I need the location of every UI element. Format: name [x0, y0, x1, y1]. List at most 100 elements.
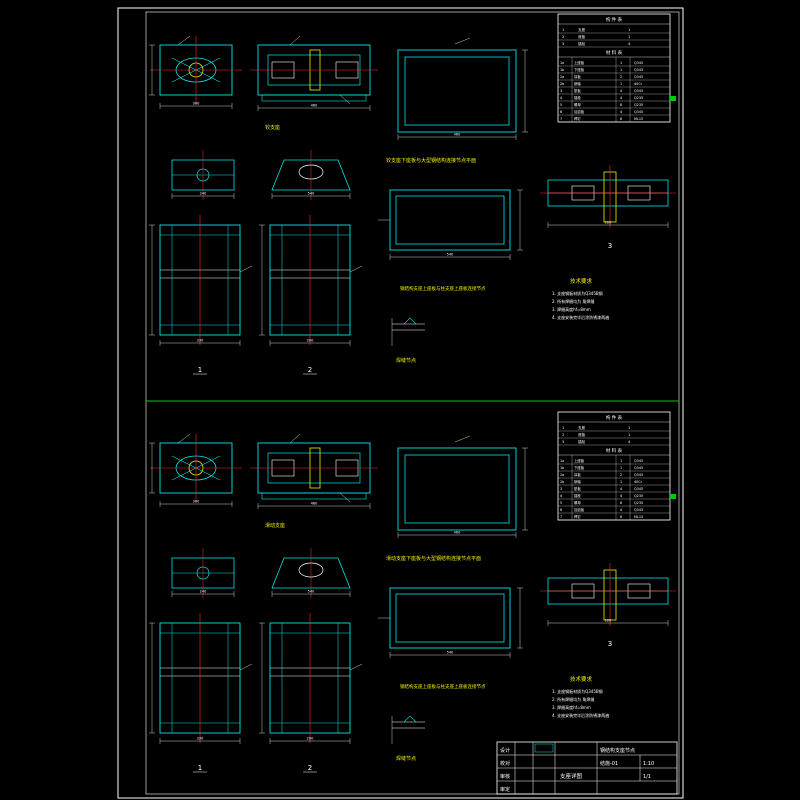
plate-1-inner [404, 454, 510, 524]
dimension-text: 300 [193, 500, 200, 504]
leader-line [239, 663, 253, 671]
table2-cell: 8 [620, 501, 622, 505]
table1-cell: 1 [628, 433, 630, 437]
table1-cell: 1 [562, 426, 564, 430]
weld-label: 焊缝节点 [396, 755, 416, 762]
plate-1-inner [404, 56, 510, 126]
section-detail-b [271, 159, 351, 191]
base-plate [261, 492, 367, 500]
dimension-text: 120 [605, 619, 612, 623]
leader-line [289, 35, 301, 46]
note-line-1: 1. 支座钢板材质为Q345B钢 [552, 688, 603, 694]
title-block-project: 钢结构支座节点 [600, 747, 635, 754]
table2-cell: 6 [560, 508, 562, 512]
leader-line [349, 265, 363, 273]
table2-cell: 销轴 [574, 81, 581, 86]
table2-cell: Q235 [634, 103, 643, 107]
plate-title-1: 铰支座下座板与大型钢结构连接节点平面 [386, 157, 476, 164]
dimension-text: 240 [200, 590, 207, 594]
view-label: 滑动支座 [265, 522, 285, 529]
weld-symbol [403, 715, 417, 723]
section-number-1: 1 [198, 366, 202, 374]
table2-title: 材 料 表 [606, 49, 623, 56]
table1-cell: 1 [562, 28, 564, 32]
table1-title: 构 件 表 [606, 16, 623, 23]
table2-cell: 下座板 [574, 67, 585, 72]
leader-line [349, 663, 363, 671]
table2-cell: 1 [620, 61, 622, 65]
title-block-row-2: 校对 [500, 760, 510, 767]
table2-cell: Q235 [634, 494, 643, 498]
note-line-4: 4. 支座安装完毕后涂防锈漆两遍 [552, 314, 609, 320]
table2-cell: 锚栓 [574, 493, 581, 498]
table2-cell: 1 [620, 68, 622, 72]
table2-cell: 8 [620, 103, 622, 107]
table2-cell: 4 [620, 494, 622, 498]
dimension-text: 460 [311, 104, 318, 108]
table2-cell: 4 [560, 494, 562, 498]
table1-cell: 4 [628, 42, 631, 46]
table2-cell: Q345 [634, 473, 643, 477]
table1-cell: 锚栓 [578, 439, 586, 444]
table1-title: 构 件 表 [606, 414, 623, 421]
table1-cell: 4 [628, 440, 631, 444]
table2-cell: 垫板 [574, 88, 581, 93]
plate-title-2: 钢结构支座上座板与柱支座上座板连接节点 [400, 285, 486, 292]
dimension-text: 460 [311, 502, 318, 506]
table2-cell: 1 [620, 82, 622, 86]
table-marker [670, 96, 676, 101]
dimension-text: 540 [308, 192, 315, 196]
table2-cell: 下座板 [574, 465, 585, 470]
table2-cell: 上座板 [574, 60, 585, 65]
table2-cell: 40Cr [634, 82, 643, 86]
notes-title: 技术要求 [570, 277, 593, 285]
table1-cell: 2 [562, 35, 564, 39]
dimension-text: 200 [307, 339, 314, 343]
table2-cell: 4 [620, 96, 622, 100]
table2-cell: 7 [560, 515, 562, 519]
dimension-text: 240 [200, 192, 207, 196]
table1-cell: 底板 [578, 432, 586, 437]
plate-1-outer [397, 49, 517, 133]
table2-cell: ML15 [634, 515, 643, 519]
plate-2-inner [395, 593, 505, 643]
table2-cell: 焊钉 [574, 514, 581, 519]
table2-cell: Q345 [634, 110, 643, 114]
table2-cell: 1 [620, 466, 622, 470]
title-block-sheet: 1/1 [643, 774, 651, 780]
table2-cell: 4 [560, 96, 562, 100]
table2-cell: 销轴 [574, 479, 581, 484]
leader-line [289, 433, 301, 444]
table2-cell: 垫板 [574, 486, 581, 491]
table1-cell: 3 [562, 42, 564, 46]
table2-cell: 2 [620, 473, 622, 477]
table1-cell: 锚栓 [578, 41, 586, 46]
table2-cell: 1 [620, 459, 622, 463]
sheet-inner-border [145, 11, 680, 795]
section-number-2: 2 [308, 366, 312, 374]
table2-cell: 上座板 [574, 458, 585, 463]
table2-cell: 1 [620, 480, 622, 484]
view-label: 铰支座 [265, 124, 280, 131]
weld-label: 焊缝节点 [396, 357, 416, 364]
table2-cell: 5 [560, 501, 562, 505]
base-plate [261, 94, 367, 102]
table1-cell: 1 [628, 28, 630, 32]
table2-cell: 1a [560, 61, 564, 65]
table1-cell: 支座 [578, 27, 586, 32]
table2-cell: 40Cr [634, 480, 643, 484]
table2-cell: 8 [620, 117, 622, 121]
dimension-text: 330 [197, 737, 204, 741]
table2-cell: 1a [560, 459, 564, 463]
leader-line [239, 265, 253, 273]
leader-line [454, 37, 471, 45]
table2-cell: Q345 [634, 61, 643, 65]
title-block-drawing-no: 结施-01 [600, 760, 618, 767]
table2-cell: 耳板 [574, 472, 581, 477]
table2-cell: 3 [560, 487, 562, 491]
table2-cell: 6 [560, 110, 562, 114]
table2-title: 材 料 表 [606, 447, 623, 454]
leader-line [177, 433, 191, 444]
